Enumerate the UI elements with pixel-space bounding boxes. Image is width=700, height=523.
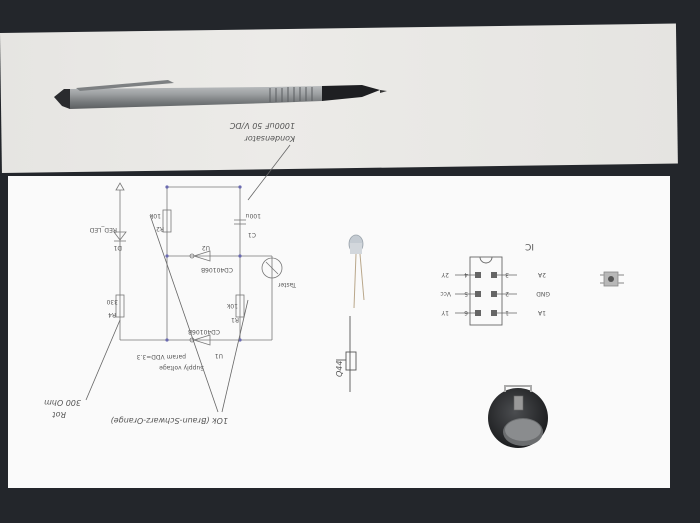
label-supply-line2: param VDD=3.3	[137, 353, 186, 360]
led-sketch	[336, 316, 357, 392]
note-pointers	[85, 214, 249, 413]
ic-pin-number-2: 2	[505, 290, 509, 297]
label-u2-part: CD40106B	[201, 266, 233, 273]
ic-title: IC	[525, 241, 534, 251]
bottom-note-text: 1Ok (Braun-Schwarz-Orange)	[111, 416, 228, 425]
led-note: Q44	[335, 361, 344, 377]
ic-pin-label-1a: 1A	[537, 309, 546, 316]
coin-battery-holder	[488, 385, 548, 448]
label-u1-part: CD40106B	[188, 328, 220, 335]
capacitor-note-line2: 1000uF 50 V/DC	[229, 121, 295, 130]
label-d1: D1	[113, 244, 122, 251]
note-arrow	[247, 144, 291, 201]
label-supply-line1: Supply voltage	[159, 364, 204, 371]
ic-sketch	[455, 256, 517, 326]
led-component	[348, 234, 365, 309]
label-taster: Taster	[277, 281, 297, 288]
ic-pin-number-4: 4	[464, 271, 468, 278]
ic-pin-number-6: 6	[464, 309, 468, 316]
label-r2-value: 10k	[149, 212, 161, 219]
ic-pin-number-1: 1	[505, 309, 509, 316]
ic-labels: IC 2A GND 1A 2Y Vcc 1Y 3 2 1 4 5 6	[440, 241, 550, 316]
capacitor-note-line1: Kondensator	[244, 134, 295, 143]
left-note-line2: Rot	[52, 410, 66, 419]
label-r4: R4	[108, 311, 116, 318]
schematic-labels: D1 RED_LED R2 10k C1 100u U2 CD40106B Ta…	[89, 212, 297, 371]
label-c1: C1	[248, 231, 256, 238]
ic-pin-number-3: 3	[505, 271, 509, 278]
label-r1: R1	[231, 316, 239, 323]
label-u2: U2	[202, 244, 210, 251]
capacitor-note: Kondensator 1000uF 50 V/DC	[229, 121, 295, 143]
paper-bottom-section	[8, 176, 670, 488]
label-r4-value: 330	[106, 298, 118, 305]
pen	[54, 80, 387, 109]
ic-pin-label-2y: 2Y	[441, 271, 449, 278]
label-r2: R2	[156, 225, 164, 232]
left-note-line1: 300 Ohm	[44, 398, 81, 407]
ic-pin-number-5: 5	[464, 290, 468, 297]
schematic-nodes	[165, 185, 242, 342]
label-red-led: RED_LED	[89, 226, 117, 233]
schematic	[113, 182, 283, 346]
ic-pin-label-gnd: GND	[536, 290, 550, 297]
bottom-note: 1Ok (Braun-Schwarz-Orange)	[111, 416, 228, 425]
ic-pin-label-2a: 2A	[537, 271, 546, 278]
ic-pin-label-1y: 1Y	[441, 309, 449, 316]
left-note: 300 Ohm Rot	[44, 398, 81, 419]
label-r1-value: 10k	[226, 302, 238, 309]
ic-pin-label-vcc: Vcc	[440, 290, 451, 297]
tactile-switch	[600, 271, 624, 287]
label-u1: U1	[215, 352, 223, 359]
label-c1-value: 100u	[246, 212, 261, 219]
